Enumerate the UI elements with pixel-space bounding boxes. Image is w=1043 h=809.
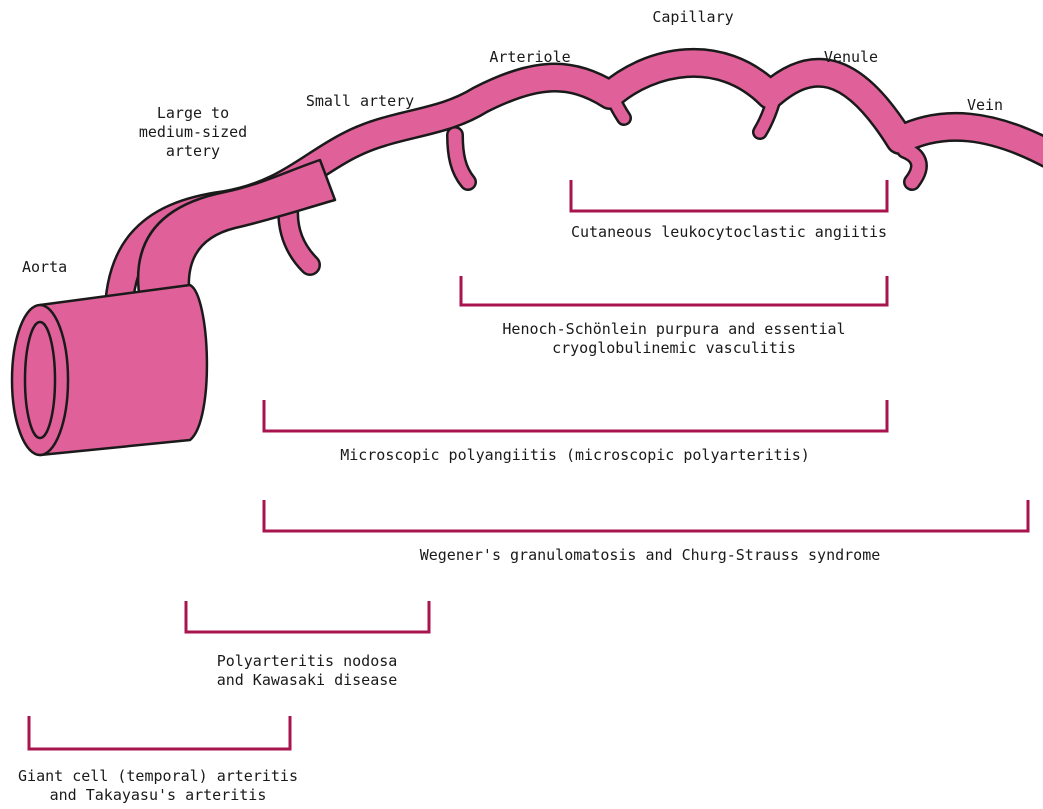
bracket-microscopic [264,400,887,431]
label-polyarteritis: Polyarteritis nodosa and Kawasaki diseas… [197,652,417,690]
bracket-polyarteritis [186,601,429,632]
label-small-artery: Small artery [300,92,420,111]
bracket-henoch [461,276,887,305]
label-giant-cell: Giant cell (temporal) arteritis and Taka… [8,767,308,805]
bracket-wegener [264,500,1028,531]
label-large-artery: Large to medium-sized artery [138,104,248,161]
label-arteriole: Arteriole [485,48,575,67]
bracket-giant-cell [29,716,290,749]
label-venule: Venule [816,48,886,67]
label-cutaneous: Cutaneous leukocytoclastic angiitis [569,223,889,242]
bracket-cutaneous [571,180,887,211]
label-wegener: Wegener's granulomatosis and Churg-Strau… [390,546,910,565]
label-vein: Vein [960,96,1010,115]
label-aorta: Aorta [22,258,67,277]
aorta-lumen [25,322,55,438]
label-henoch: Henoch-Schönlein purpura and essential c… [474,320,874,358]
large-artery-trunk [138,160,335,300]
label-capillary: Capillary [648,8,738,27]
label-microscopic: Microscopic polyangiitis (microscopic po… [330,446,820,465]
